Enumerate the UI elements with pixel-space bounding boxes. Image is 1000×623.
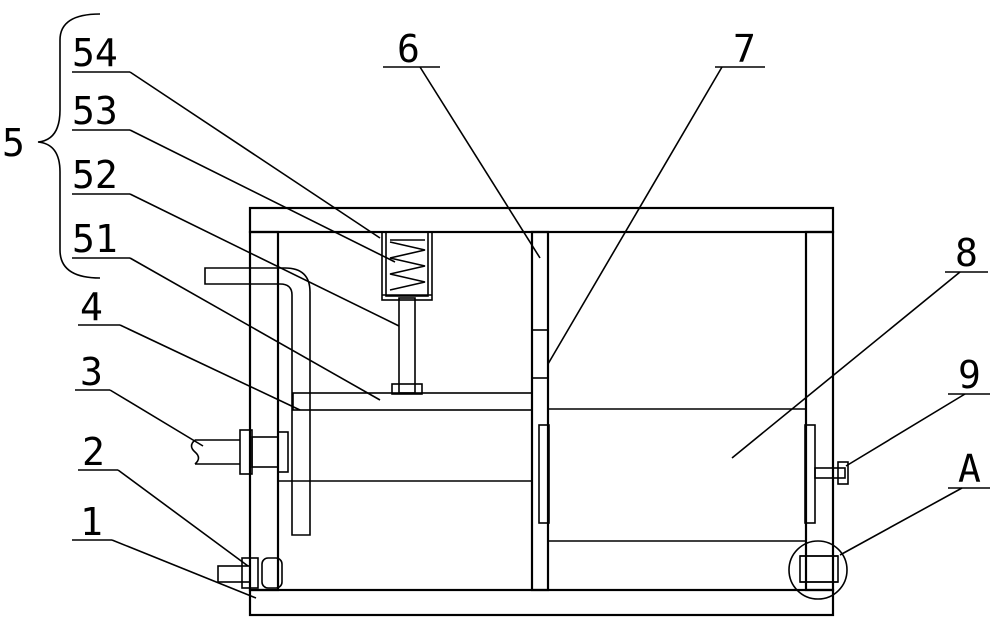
labels: 5 54 53 52 51 4 3 2 1 6 7 8 9 A <box>2 27 981 544</box>
bolt-2 <box>217 557 283 589</box>
bottom-wall <box>248 588 835 617</box>
label-8: 8 <box>955 231 978 275</box>
spring-53 <box>389 241 426 291</box>
label-2: 2 <box>82 430 105 474</box>
label-1: 1 <box>80 500 103 544</box>
rod-52 <box>398 297 416 394</box>
label-52: 52 <box>72 153 118 197</box>
label-51: 51 <box>72 217 118 261</box>
left-wall <box>248 230 280 592</box>
spring-housing <box>381 231 433 301</box>
detail-a <box>788 540 848 600</box>
label-a: A <box>958 447 981 491</box>
partition-wall <box>530 230 550 592</box>
pipe-3 <box>190 429 289 475</box>
label-5: 5 <box>2 121 25 165</box>
right-wall <box>804 230 835 592</box>
top-wall <box>248 206 835 234</box>
housing <box>248 206 835 617</box>
partition-opening <box>531 329 549 379</box>
label-53: 53 <box>72 89 118 133</box>
label-4: 4 <box>80 285 103 329</box>
plate-51 <box>292 392 533 411</box>
internal-lines <box>278 408 816 542</box>
connector-9 <box>814 461 849 485</box>
label-6: 6 <box>397 27 420 71</box>
label-7: 7 <box>733 27 756 71</box>
group-brace <box>37 13 101 279</box>
label-3: 3 <box>80 350 103 394</box>
label-9: 9 <box>958 353 981 397</box>
leader-lines <box>72 66 990 599</box>
l-bar <box>204 267 311 536</box>
label-54: 54 <box>72 31 118 75</box>
